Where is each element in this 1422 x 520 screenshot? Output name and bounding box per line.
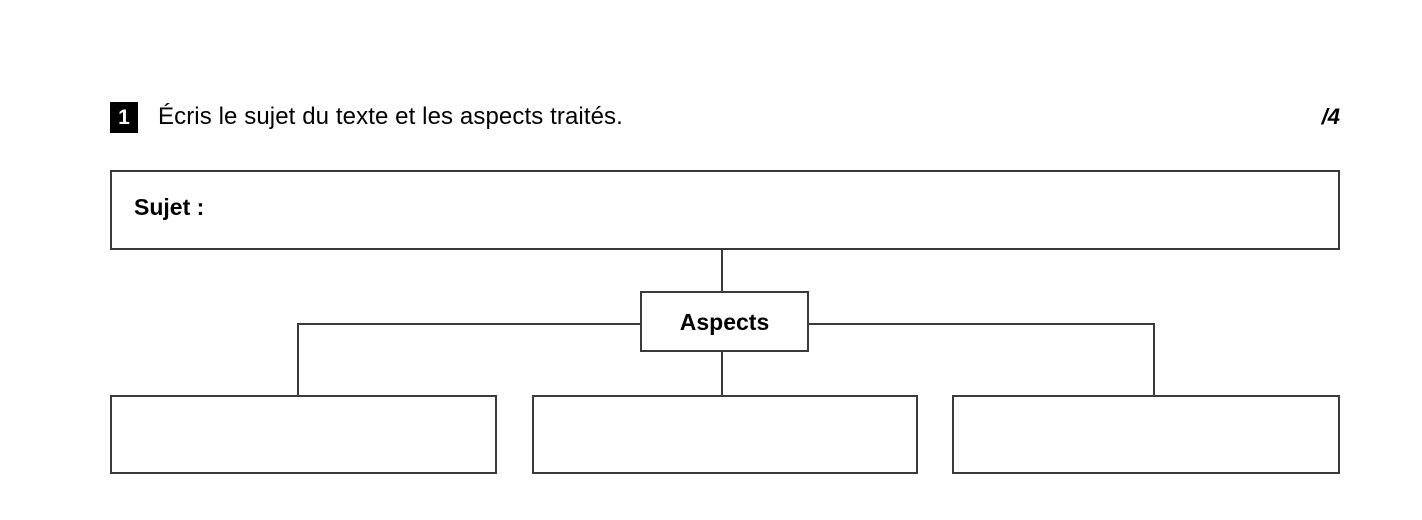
connector-bus-right xyxy=(807,323,1155,325)
connector-drop-aspect-3 xyxy=(1153,323,1155,397)
aspect-answer-box-2[interactable] xyxy=(532,395,918,474)
aspect-answer-box-3[interactable] xyxy=(952,395,1340,474)
connector-drop-aspect-2 xyxy=(721,350,723,397)
question-score: /4 xyxy=(1321,104,1340,129)
connector-bus-left xyxy=(297,323,642,325)
aspects-node-box: Aspects xyxy=(640,291,809,352)
sujet-answer-box[interactable]: Sujet : xyxy=(110,170,1340,250)
sujet-label: Sujet : xyxy=(134,194,205,220)
question-prompt: Écris le sujet du texte et les aspects t… xyxy=(158,103,623,130)
question-number-badge: 1 xyxy=(110,102,138,133)
aspects-label: Aspects xyxy=(679,309,770,335)
connector-sujet-to-aspects xyxy=(721,249,723,293)
aspect-answer-box-1[interactable] xyxy=(110,395,497,474)
connector-drop-aspect-1 xyxy=(297,323,299,397)
question-header: 1 Écris le sujet du texte et les aspects… xyxy=(110,98,1340,138)
